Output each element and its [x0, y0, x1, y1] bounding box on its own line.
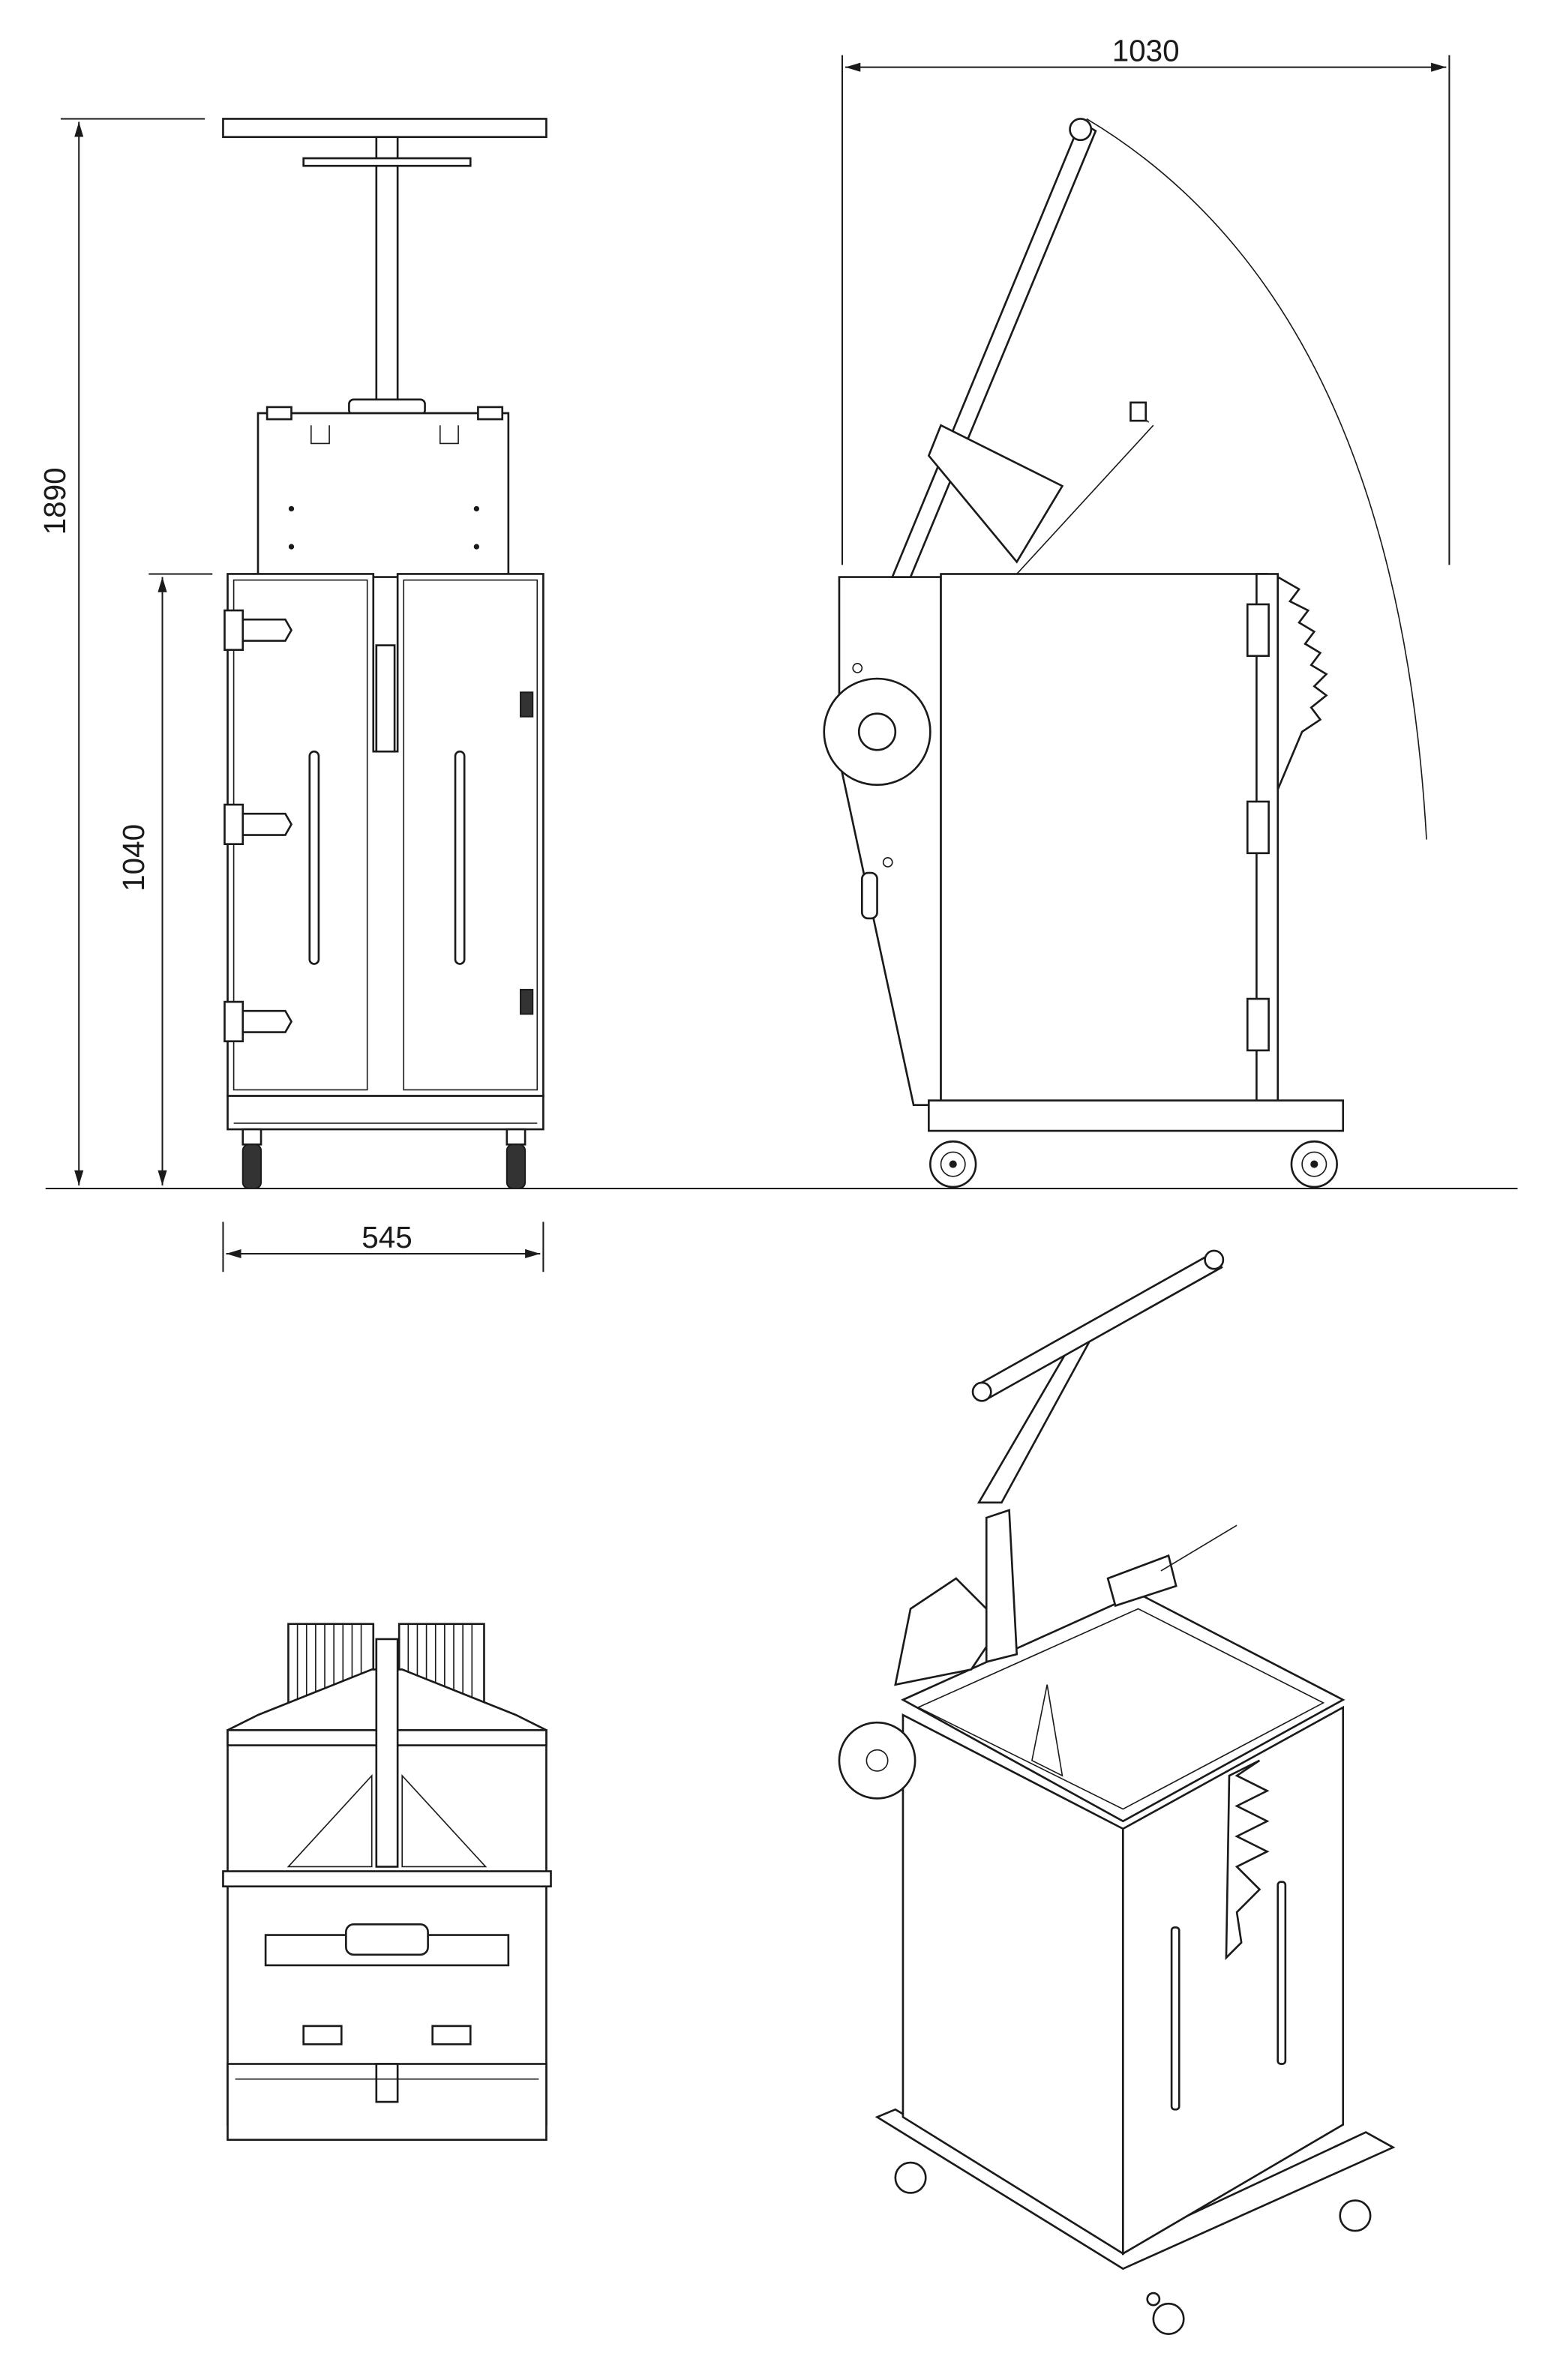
dimension-label-1890: 1890 — [38, 467, 72, 535]
dimension-label-1030: 1030 — [1112, 34, 1180, 68]
dimension-label-545: 545 — [362, 1220, 412, 1254]
hinge-icon — [224, 609, 293, 1043]
dimension-total-height: 1890 — [38, 118, 206, 1186]
dimension-width: 545 — [222, 1220, 544, 1272]
caster-icon — [242, 1128, 526, 1189]
dimension-label-1040: 1040 — [116, 824, 151, 892]
isometric-view — [838, 1249, 1396, 2335]
front-view — [222, 118, 548, 1189]
top-view — [222, 1623, 552, 2141]
caster-icon — [894, 2161, 1372, 2335]
caster-icon — [929, 1140, 1338, 1189]
dimension-cabinet-height: 1040 — [116, 573, 213, 1186]
dimension-depth: 1030 — [841, 34, 1450, 565]
side-view — [823, 118, 1427, 1189]
